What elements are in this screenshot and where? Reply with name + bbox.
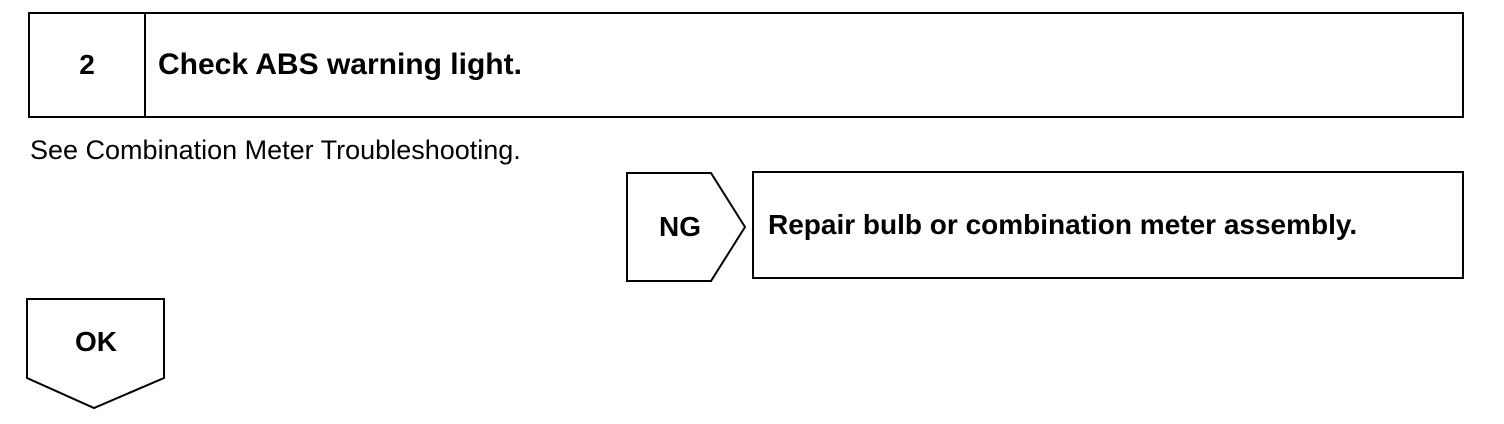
ng-arrow-outline bbox=[626, 172, 746, 282]
step-header: 2 Check ABS warning light. bbox=[28, 12, 1464, 118]
ng-arrow-shape: NG bbox=[626, 172, 746, 282]
instruction-note: See Combination Meter Troubleshooting. bbox=[30, 135, 521, 165]
step-number: 2 bbox=[30, 14, 146, 116]
ok-label: OK bbox=[75, 326, 117, 357]
ok-arrow-shape: OK bbox=[26, 298, 166, 410]
step-title: Check ABS warning light. bbox=[158, 48, 522, 81]
ng-label: NG bbox=[659, 211, 701, 242]
ng-result-box: Repair bulb or combination meter assembl… bbox=[752, 171, 1464, 279]
ok-arrow-outline bbox=[26, 298, 165, 410]
